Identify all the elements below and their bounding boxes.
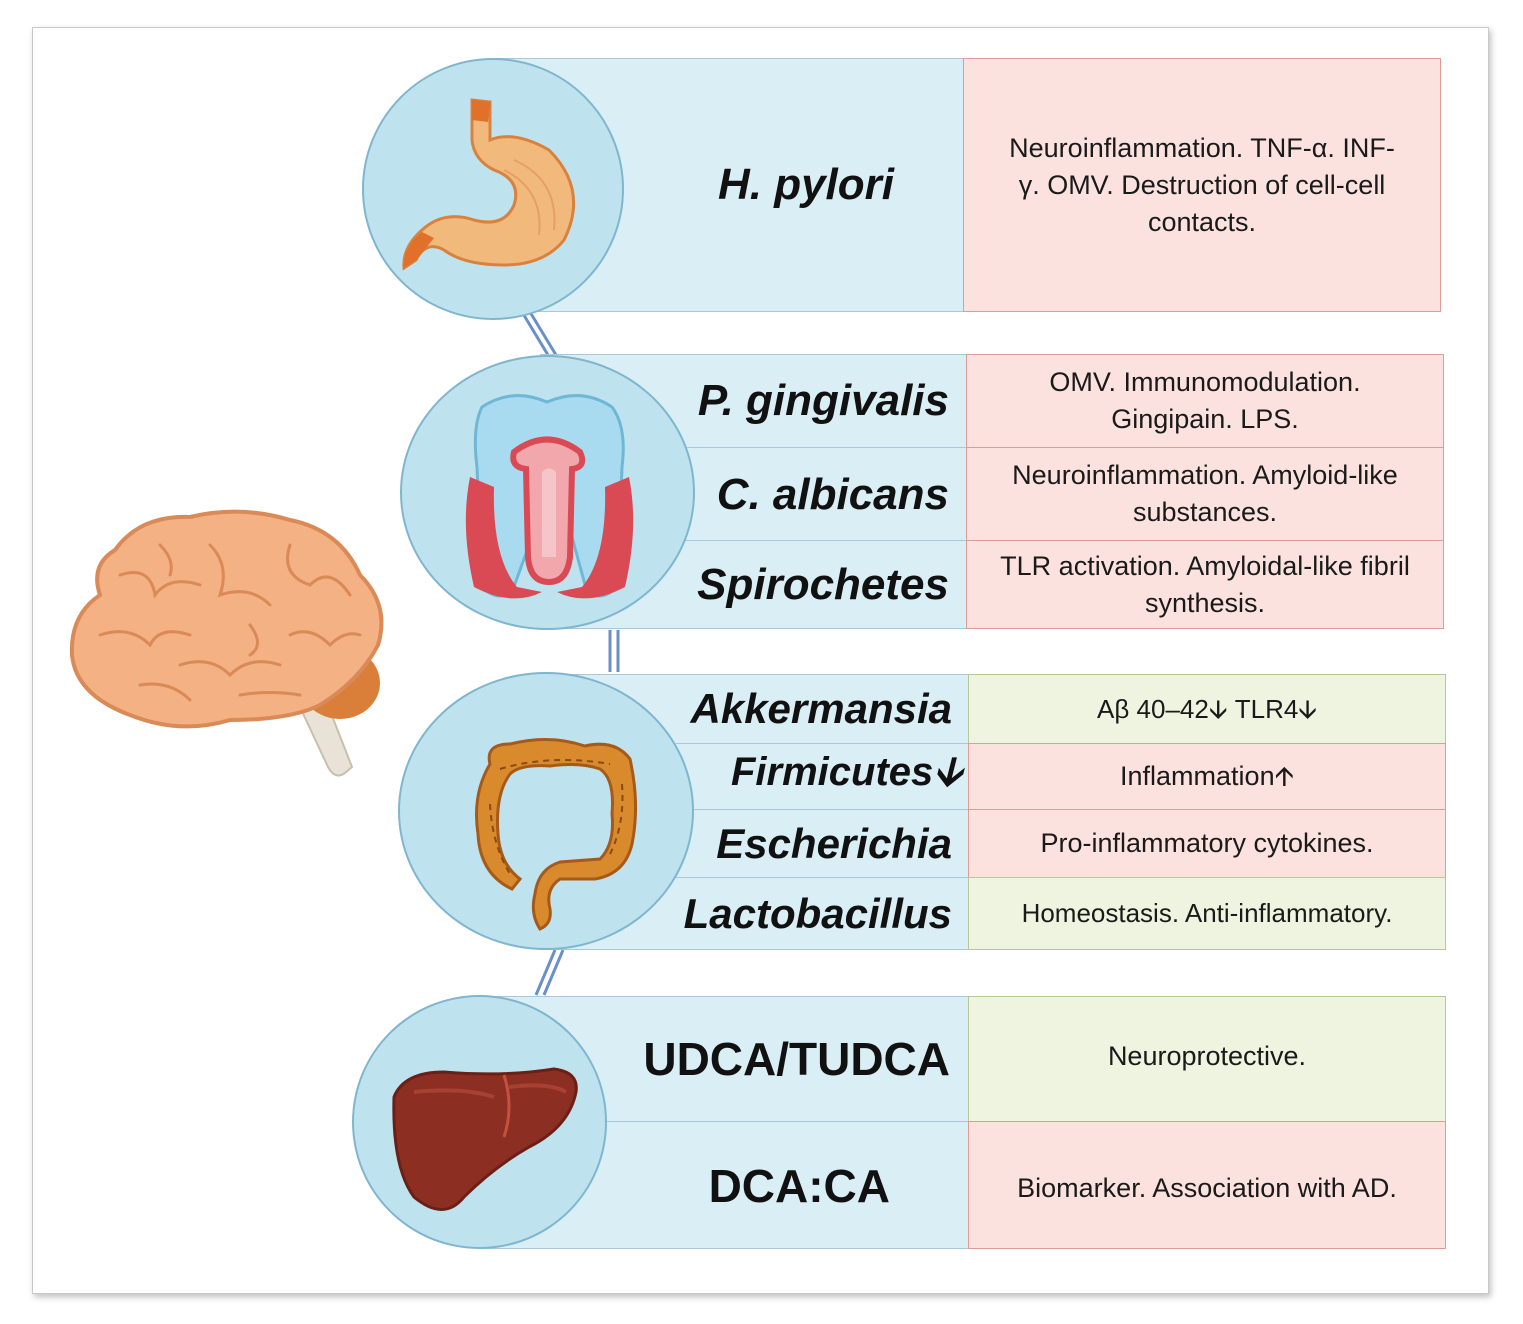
tooth-icon	[465, 394, 634, 599]
effect-cell: TLR activation. Amyloidal-like fibril sy…	[966, 540, 1444, 629]
organ-circle	[398, 672, 694, 950]
stomach-icon	[402, 98, 576, 271]
organ-circle	[362, 58, 624, 320]
row-divider	[640, 447, 967, 448]
liver-icon	[392, 1067, 578, 1211]
row-divider	[640, 540, 967, 541]
effect-cell: Inflammation🡩	[968, 743, 1446, 810]
row-divider	[640, 877, 970, 878]
effect-cell: Neuroprotective.	[968, 996, 1446, 1122]
effect-cell: Biomarker. Association with AD.	[968, 1121, 1446, 1249]
effect-cell: OMV. Immunomodulation. Gingipain. LPS.	[966, 354, 1444, 448]
organism-name: Spirochetes	[697, 560, 949, 609]
compound-name: UDCA/TUDCA	[643, 1033, 950, 1085]
organism-name: Lactobacillus	[683, 890, 952, 937]
organism-name: H. pylori	[717, 160, 894, 209]
compound-name: DCA:CA	[708, 1159, 890, 1212]
row-divider	[640, 743, 970, 744]
organism-name: Firmicutes🡫	[730, 750, 962, 794]
row-divider	[640, 809, 970, 810]
brain-icon	[69, 509, 384, 777]
organism-name: Escherichia	[716, 820, 952, 867]
connector-lines	[520, 311, 620, 996]
row-divider	[600, 1121, 970, 1122]
effect-cell: Neuroinflammation. Amyloid-like substanc…	[966, 447, 1444, 541]
organism-name: P. gingivalis	[697, 376, 949, 425]
organism-name: C. albicans	[716, 469, 949, 519]
effect-cell: Aβ 40–42🡫 TLR4🡫	[968, 674, 1446, 744]
organ-circle	[400, 355, 695, 630]
intestine-icon	[475, 737, 638, 931]
effect-cell: Homeostasis. Anti-inflammatory.	[968, 877, 1446, 950]
effect-cell: Neuroinflammation. TNF-α. INF-γ. OMV. De…	[963, 58, 1441, 312]
organism-name: Akkermansia	[690, 685, 953, 732]
effect-cell: Pro-inflammatory cytokines.	[968, 809, 1446, 878]
organ-circle	[352, 995, 607, 1249]
